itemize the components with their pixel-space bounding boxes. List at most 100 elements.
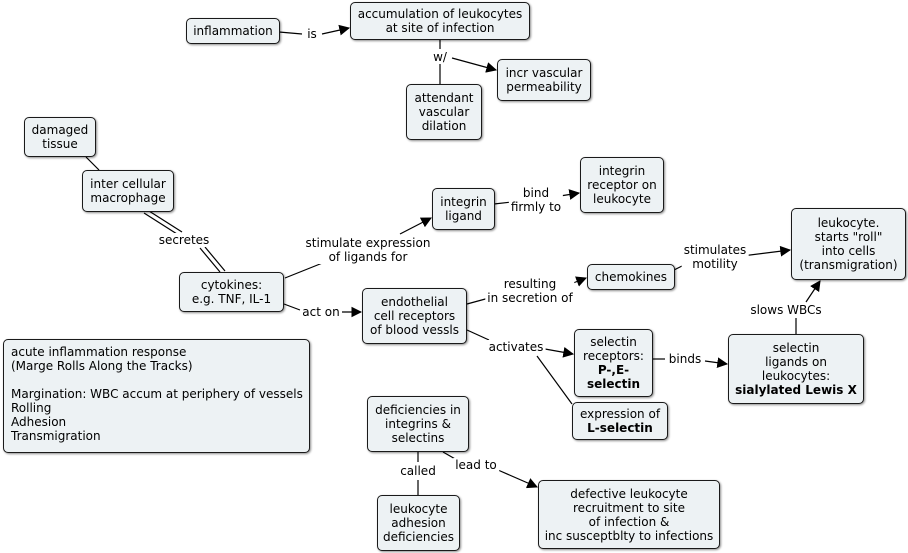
node-text-line: expression of bbox=[579, 407, 661, 421]
link-text-line: slows WBCs bbox=[750, 303, 822, 317]
node-text-line-bold: selectin bbox=[586, 377, 641, 391]
node-text-line: starts "roll" bbox=[814, 230, 883, 244]
node-text-line: acute inflammation response bbox=[11, 345, 187, 359]
arrow-w-incr-vascular bbox=[451, 57, 498, 73]
node-text-line: Margination: WBC accum at periphery of v… bbox=[11, 387, 303, 401]
node-text-line: leukocyte bbox=[593, 192, 651, 206]
node-text-line: integrins & bbox=[385, 417, 451, 431]
node-text-line: Adhesion bbox=[11, 415, 67, 429]
node-text-line: macrophage bbox=[90, 191, 166, 205]
node-text-line: selectin bbox=[590, 335, 637, 349]
node-text-line: into cells bbox=[821, 244, 876, 258]
node-text-line: leukocyte. bbox=[817, 216, 880, 230]
node-text-line: receptors: bbox=[583, 349, 644, 363]
link-text-line: resulting bbox=[503, 277, 557, 291]
link-text-line: of ligands for bbox=[328, 250, 408, 264]
connector-cytokines-acton bbox=[283, 303, 301, 311]
arrow-bind-receptor bbox=[559, 189, 581, 200]
link-text-line: w/ bbox=[433, 50, 447, 64]
link-label-binds: binds bbox=[666, 352, 704, 366]
node-text-line: ligand bbox=[445, 209, 482, 223]
node-text-line-bold: sialylated Lewis X bbox=[735, 383, 857, 397]
arrow-slows-roll bbox=[805, 280, 821, 303]
link-text-line: in secretion of bbox=[487, 291, 573, 305]
node-text-line: deficiencies bbox=[382, 530, 455, 544]
arrow-leadto-defective bbox=[497, 469, 538, 489]
node-text-line: leukocytes: bbox=[761, 369, 831, 383]
node-text-line: adhesion bbox=[391, 516, 446, 530]
node-text-line: selectins bbox=[391, 431, 445, 445]
connector-secretes-cytokines-a bbox=[199, 247, 221, 273]
node-text-line: incr vascular bbox=[505, 66, 583, 80]
node-text-line: recruitment to site bbox=[573, 500, 685, 515]
node-text-line: vascular bbox=[418, 105, 470, 119]
node-text-line: ligands on bbox=[765, 355, 827, 369]
connector-macrophage-secretes-b bbox=[148, 210, 183, 233]
node-summary[interactable]: acute inflammation response(Marge Rolls … bbox=[3, 339, 310, 453]
link-text-line: act on bbox=[302, 305, 340, 319]
node-text-line: integrin bbox=[440, 195, 487, 209]
node-leukocyte-roll[interactable]: leukocyte.starts "roll"into cells(transm… bbox=[791, 208, 906, 280]
link-text-line: motility bbox=[692, 257, 738, 271]
link-text-line: is bbox=[307, 27, 317, 41]
connector-chemokines-stimulates bbox=[673, 265, 683, 271]
link-text-line: secretes bbox=[158, 233, 210, 247]
connector-secretes-cytokines-b bbox=[204, 246, 226, 272]
node-text-line: accumulation of leukocytes bbox=[357, 7, 523, 21]
node-text-line: deficiencies in bbox=[375, 403, 461, 417]
connector-endothelial-activates bbox=[466, 329, 490, 341]
arrow-activates-receptors bbox=[544, 346, 575, 358]
node-text-line: defective leukocyte bbox=[570, 486, 688, 501]
link-text-line: stimulate expression bbox=[305, 236, 431, 250]
link-label-is: is bbox=[305, 27, 319, 41]
node-text-line: at site of infection bbox=[385, 21, 495, 35]
node-text-line: tissue bbox=[42, 137, 78, 151]
link-text-line: lead to bbox=[455, 458, 497, 472]
connector-activates-expression bbox=[536, 355, 573, 405]
node-text-line: receptor on bbox=[587, 178, 657, 192]
link-label-secretes: secretes bbox=[156, 233, 212, 247]
arrow-is-accumulation bbox=[321, 24, 351, 36]
connector-inflammation-is bbox=[278, 31, 303, 35]
node-text-line: inflammation bbox=[193, 24, 273, 38]
link-text-line: bind bbox=[522, 186, 550, 200]
link-label-lead-to: lead to bbox=[453, 458, 499, 472]
node-text-line: of infection & bbox=[588, 514, 670, 529]
node-text-line: attendant bbox=[414, 91, 474, 105]
node-inflammation[interactable]: inflammation bbox=[186, 18, 280, 44]
node-text-line: leukocyte bbox=[389, 502, 448, 516]
node-cytokines[interactable]: cytokines:e.g. TNF, IL-1 bbox=[179, 272, 284, 312]
node-text-line-bold: L-selectin bbox=[587, 421, 653, 435]
node-text-line: endothelial bbox=[381, 295, 448, 309]
connector-tissue-macrophage bbox=[85, 156, 100, 171]
arrow-stimulates-roll bbox=[741, 245, 792, 257]
node-text-line: integrin bbox=[598, 164, 646, 178]
node-text-line: selectin bbox=[772, 341, 820, 355]
link-text-line: called bbox=[400, 464, 436, 478]
link-text-line: binds bbox=[668, 352, 702, 366]
connector-cytokines-stimulate bbox=[284, 261, 326, 279]
link-label-act-on: act on bbox=[300, 305, 342, 319]
node-text-line: cytokines: bbox=[200, 278, 263, 292]
node-chemokines[interactable]: chemokines bbox=[587, 264, 675, 290]
node-text-line-bold: P-,E- bbox=[597, 363, 630, 377]
